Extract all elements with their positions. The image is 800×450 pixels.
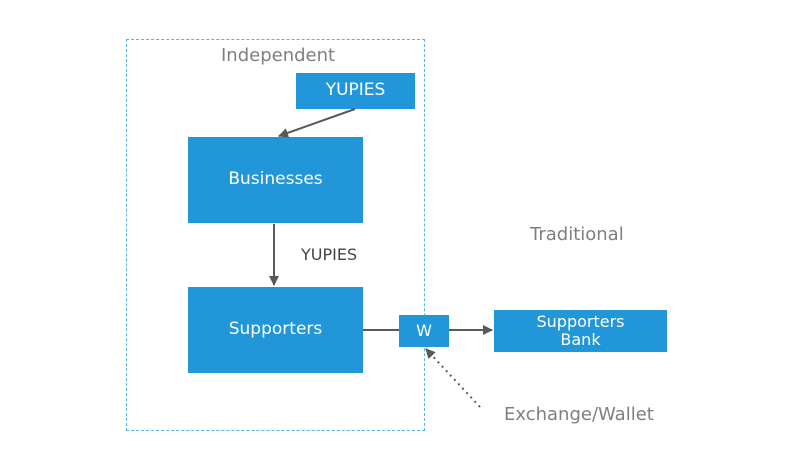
exchange-wallet-label: Exchange/Wallet [504, 404, 654, 425]
supporters-node-label: Supporters [228, 319, 323, 340]
traditional-label: Traditional [530, 224, 624, 245]
supporters-bank-node: Supporters Bank [494, 310, 667, 352]
yupies-edge-label: YUPIES [301, 245, 358, 264]
arrow-yupies-to-businesses [278, 108, 356, 138]
supporters-bank-node-label: Supporters Bank [536, 311, 625, 349]
businesses-node: Businesses [188, 137, 363, 223]
dotted-arrow-exchange-to-wallet [425, 348, 481, 408]
businesses-node-label: Businesses [228, 169, 323, 190]
independent-label: Independent [221, 45, 336, 66]
wallet-node: W [399, 315, 449, 347]
independent-region [126, 39, 425, 431]
supporters-node: Supporters [188, 287, 363, 373]
yupies-node: YUPIES [296, 73, 415, 109]
yupies-node-label: YUPIES [325, 80, 386, 101]
wallet-node-label: W [416, 320, 432, 340]
